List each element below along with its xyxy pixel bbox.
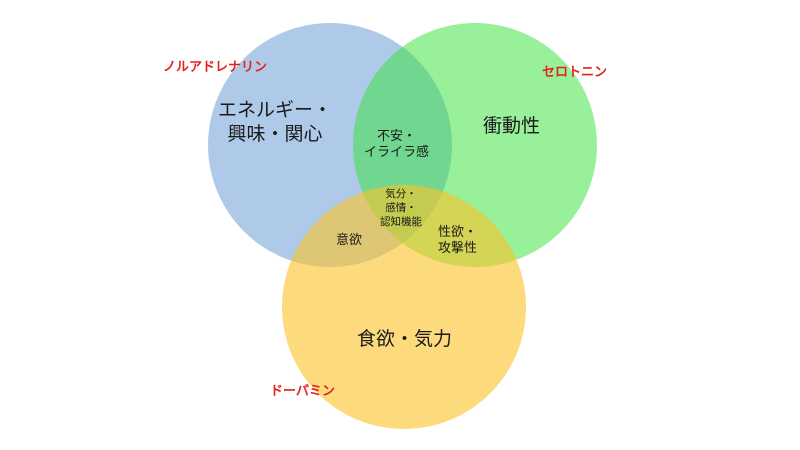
serotonin-function-line-1: 衝動性	[483, 115, 541, 137]
noradrenaline-function-line-2: 興味・関心	[227, 122, 323, 145]
overlap-sd-line-1: 性欲・	[438, 225, 478, 240]
serotonin-function: 衝動性	[483, 115, 540, 139]
dopamine-circle	[282, 185, 526, 429]
overlap-sd-line-2: 攻撃性	[438, 241, 478, 257]
overlap-serotonin-dopamine: 性欲・ 攻撃性	[438, 225, 477, 258]
overlap-ns-line-1: 不安・	[377, 129, 417, 144]
noradrenaline-function: エネルギー・ 興味・関心	[218, 99, 332, 147]
overlap-noradrenaline-serotonin: 不安・ イライラ感	[364, 129, 429, 162]
noradrenaline-label: ノルアドレナリン	[163, 60, 268, 75]
dopamine-function-line-1: 食欲・気力	[357, 328, 453, 350]
dopamine-function: 食欲・気力	[357, 328, 452, 352]
overlap-ns-line-2: イライラ感	[364, 145, 430, 161]
dopamine-label: ドーパミン	[270, 384, 335, 399]
overlap-noradrenaline-dopamine: 意欲	[336, 233, 362, 249]
serotonin-label: セロトニン	[542, 65, 608, 80]
overlap-all-line-3: 認知機能	[380, 216, 422, 229]
overlap-all-three: 気分・ 感情・ 認知機能	[380, 187, 422, 230]
overlap-nd-line-1: 意欲	[336, 233, 363, 248]
noradrenaline-function-line-1: エネルギー・	[218, 99, 333, 121]
overlap-all-line-2: 感情・	[385, 202, 417, 215]
overlap-all-line-1: 気分・	[385, 188, 417, 200]
